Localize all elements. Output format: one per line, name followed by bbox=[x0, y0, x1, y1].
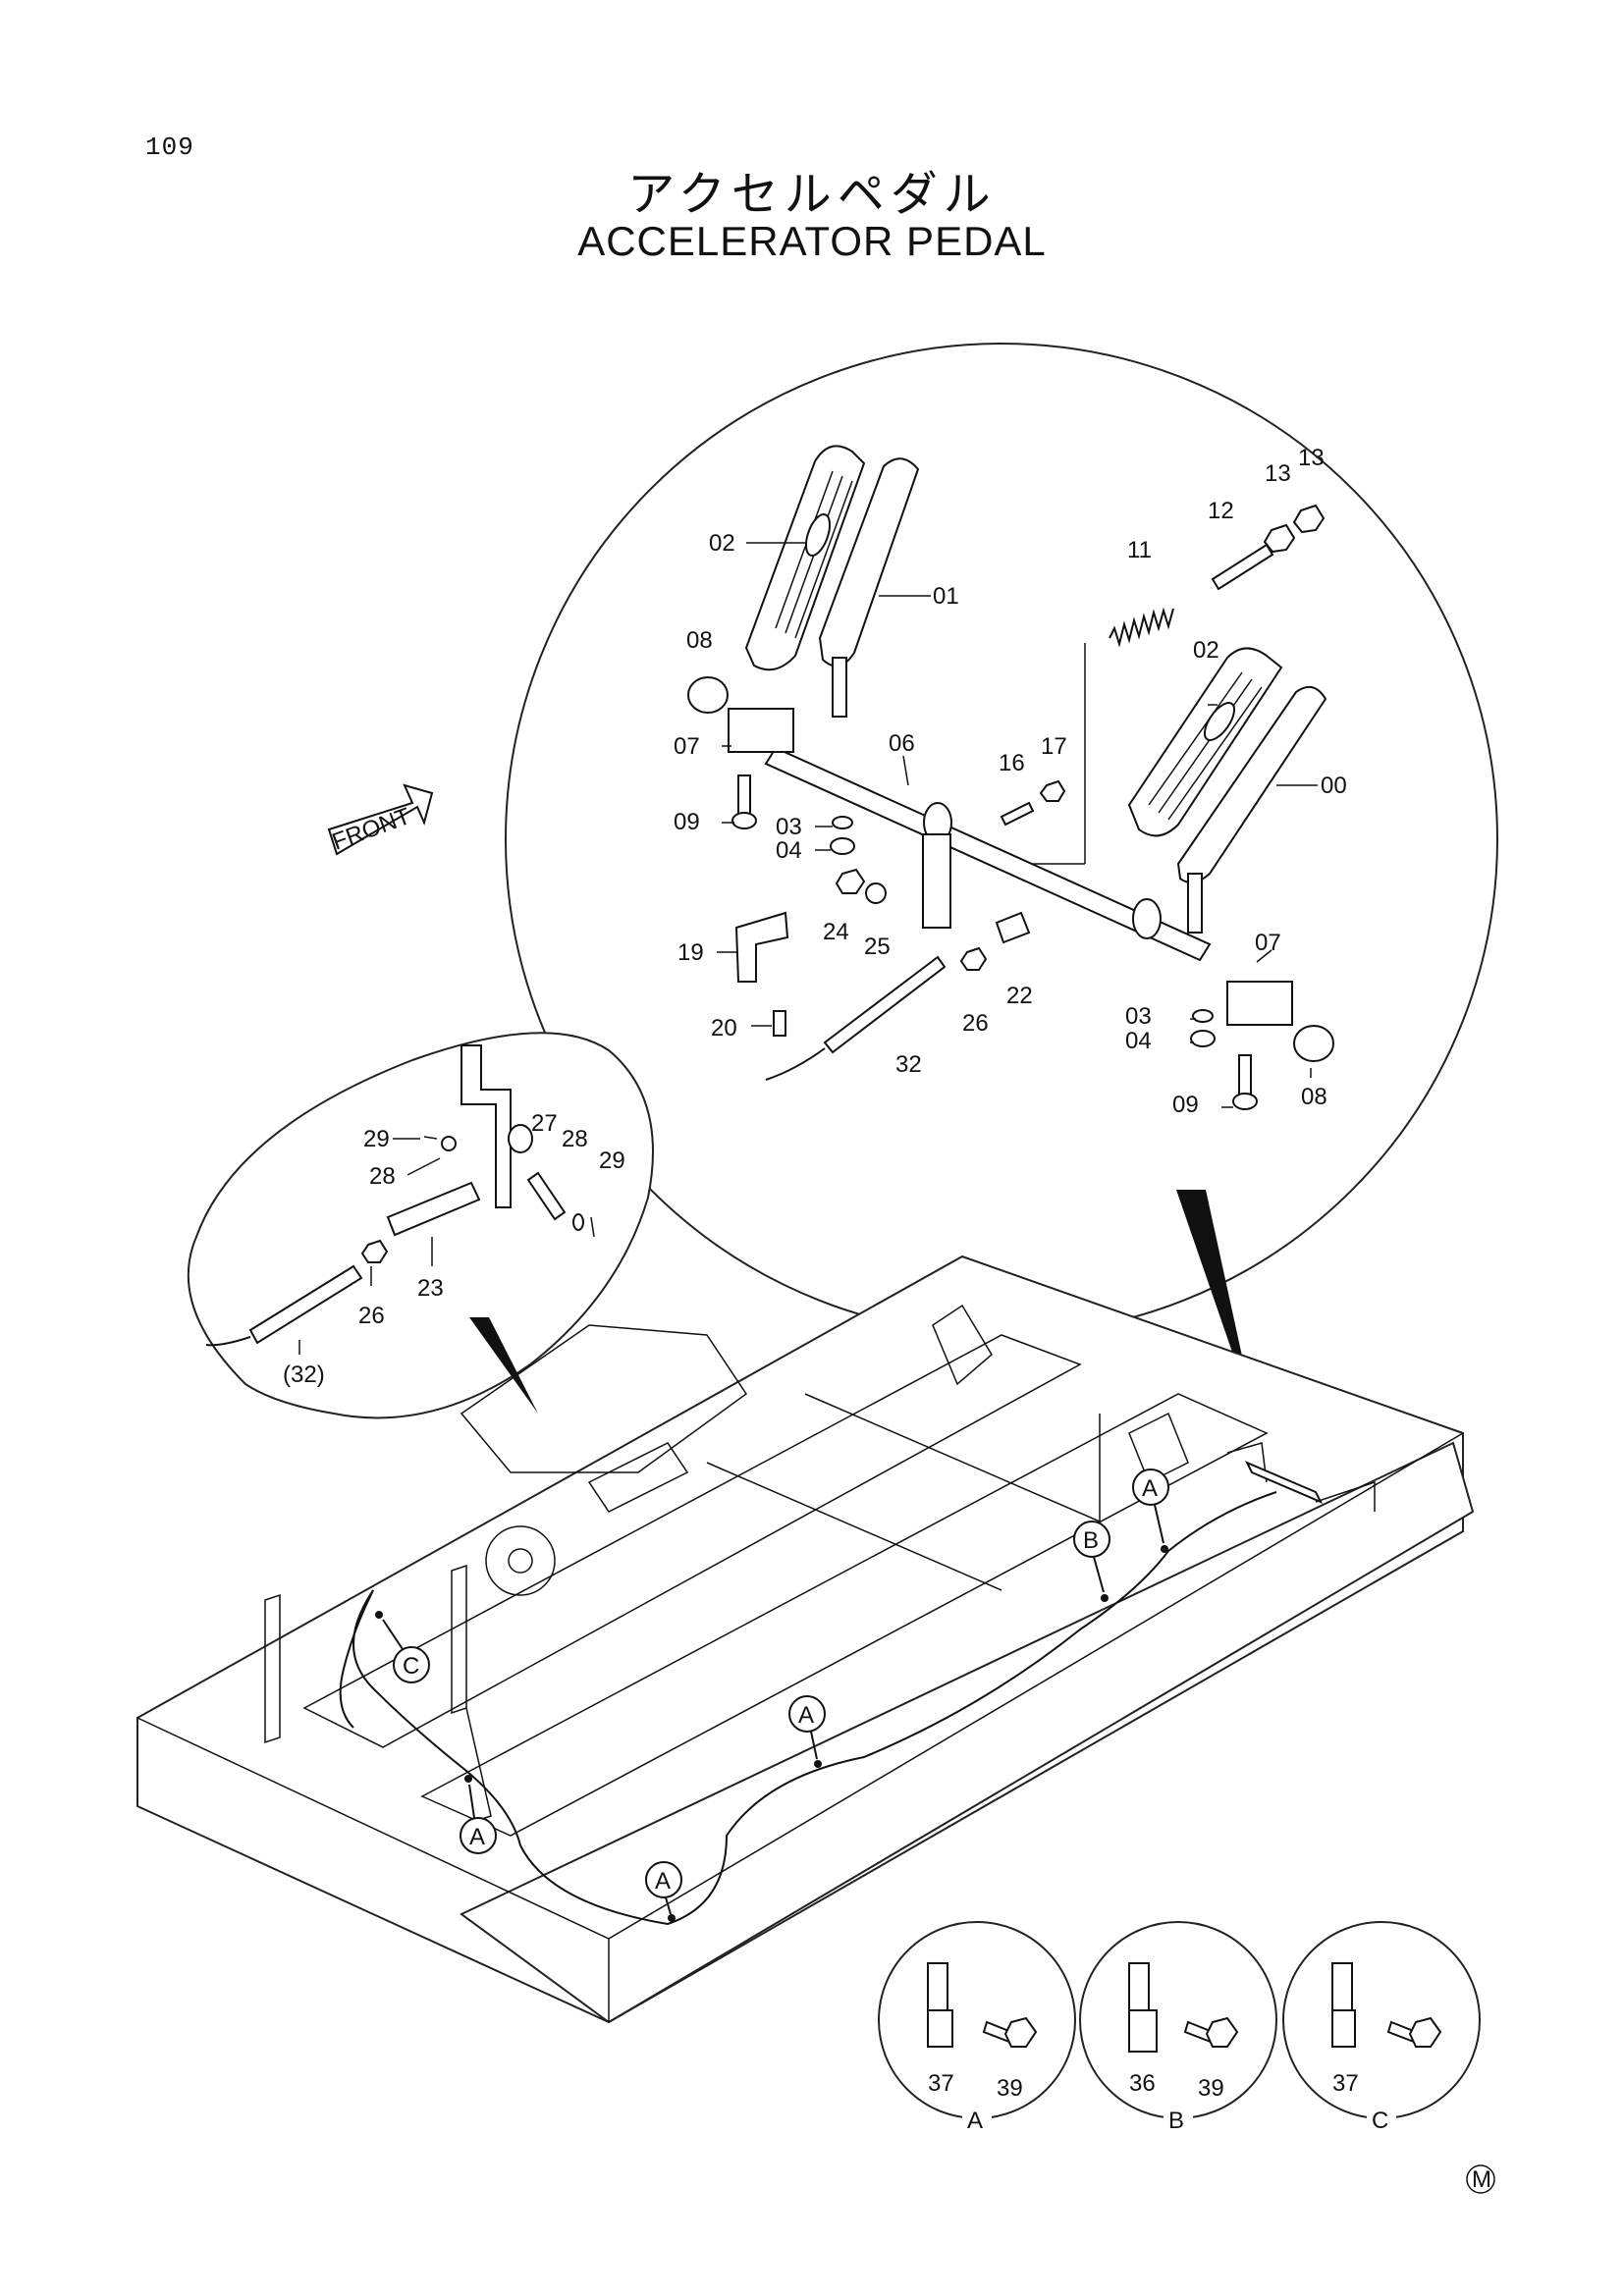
nut-26 bbox=[959, 946, 988, 971]
page-number: 109 bbox=[145, 133, 194, 162]
callout-09a: 09 bbox=[674, 809, 700, 835]
accelerator-cable bbox=[823, 955, 947, 1054]
svg-text:A: A bbox=[469, 1824, 485, 1850]
clamp-marker-a1: A bbox=[1132, 1468, 1169, 1553]
callout-09b: 09 bbox=[1172, 1092, 1199, 1118]
nut-13b bbox=[1292, 504, 1326, 534]
callout-26-left: 26 bbox=[358, 1303, 385, 1329]
engine-bubble-pointer bbox=[469, 1317, 538, 1414]
bolt-left bbox=[737, 774, 751, 816]
detail-a-part-left: 37 bbox=[928, 2070, 954, 2097]
detail-b-letter: B bbox=[1168, 2108, 1184, 2134]
bracket-block-right bbox=[1226, 981, 1293, 1026]
callout-02a: 02 bbox=[709, 530, 735, 557]
callout-08a: 08 bbox=[686, 627, 713, 654]
callout-32: 32 bbox=[895, 1051, 922, 1078]
bolt-20 bbox=[773, 1010, 786, 1037]
ball-joint-22 bbox=[995, 911, 1031, 944]
callout-04b: 04 bbox=[1125, 1028, 1152, 1054]
callout-24: 24 bbox=[823, 919, 849, 945]
cable-end-32 bbox=[248, 1264, 363, 1345]
callout-12: 12 bbox=[1208, 498, 1234, 524]
clamp-markers: A B A C A A bbox=[375, 1468, 1169, 1922]
svg-text:A: A bbox=[655, 1868, 671, 1895]
bushing-right bbox=[1293, 1025, 1334, 1062]
title-english: ACCELERATOR PEDAL bbox=[577, 218, 1047, 264]
callout-02b: 02 bbox=[1193, 637, 1219, 664]
stopper-rod bbox=[1211, 543, 1274, 591]
callout-28a: 28 bbox=[369, 1163, 396, 1190]
main-detail-bubble: 02 01 08 07 09 03 04 06 16 17 11 12 13 1… bbox=[505, 343, 1498, 1423]
corner-mark: M bbox=[1466, 2164, 1495, 2194]
detail-b-part-left: 36 bbox=[1129, 2070, 1156, 2097]
callout-01: 01 bbox=[933, 583, 959, 610]
callout-07a: 07 bbox=[674, 733, 700, 760]
svg-text:A: A bbox=[798, 1702, 814, 1729]
pedal-shaft bbox=[764, 746, 1212, 962]
detail-circle-c: 37 C bbox=[1282, 1921, 1481, 2135]
callout-22: 22 bbox=[1006, 983, 1033, 1009]
nut-17 bbox=[1039, 779, 1066, 802]
washer-25 bbox=[865, 882, 887, 904]
leader-lines bbox=[717, 542, 1318, 1108]
nut-13a bbox=[1263, 523, 1296, 554]
detail-circle-b: 36 39 B bbox=[1079, 1921, 1277, 2135]
bolt-right bbox=[1238, 1054, 1252, 1095]
svg-text:A: A bbox=[1142, 1475, 1158, 1502]
callout-11: 11 bbox=[1127, 537, 1152, 563]
callout-27: 27 bbox=[531, 1110, 558, 1137]
callout-04a: 04 bbox=[776, 837, 802, 864]
callout-08b: 08 bbox=[1301, 1084, 1327, 1110]
clamp-marker-a4: A bbox=[645, 1861, 682, 1922]
front-arrow-icon: FRONT bbox=[327, 783, 434, 856]
engine-detail-bubble: 29 28 27 28 29 23 26 (32) bbox=[187, 1032, 654, 1419]
detail-a-letter: A bbox=[967, 2108, 983, 2134]
callout-20: 20 bbox=[711, 1015, 737, 1041]
pedal-right bbox=[1127, 647, 1327, 934]
callout-03a: 03 bbox=[776, 814, 802, 840]
return-spring bbox=[1109, 607, 1174, 648]
detail-circle-a: 37 39 A bbox=[878, 1921, 1076, 2135]
bushing-left bbox=[687, 676, 729, 714]
callout-29b: 29 bbox=[599, 1148, 625, 1174]
bracket-19 bbox=[734, 911, 789, 983]
front-arrow-label: FRONT bbox=[329, 803, 414, 856]
callout-06: 06 bbox=[889, 730, 915, 757]
detail-a-part-right: 39 bbox=[997, 2075, 1023, 2102]
callout-03b: 03 bbox=[1125, 1003, 1152, 1030]
detail-c-part-left: 37 bbox=[1332, 2070, 1359, 2097]
clamp-marker-a3: A bbox=[460, 1775, 497, 1854]
nut-24 bbox=[835, 868, 866, 894]
callout-07b: 07 bbox=[1255, 930, 1281, 956]
callout-17: 17 bbox=[1041, 733, 1067, 760]
callout-13a: 13 bbox=[1265, 460, 1291, 487]
bracket-block-left bbox=[728, 708, 794, 753]
svg-text:M: M bbox=[1472, 2166, 1491, 2193]
callout-23: 23 bbox=[417, 1275, 444, 1302]
callout-00: 00 bbox=[1321, 773, 1347, 799]
svg-text:B: B bbox=[1083, 1527, 1099, 1554]
detail-c-letter: C bbox=[1372, 2108, 1388, 2134]
callout-29a: 29 bbox=[363, 1126, 390, 1152]
pedal-left bbox=[744, 445, 920, 718]
title-japanese: アクセルペダル bbox=[627, 167, 997, 222]
callout-28b: 28 bbox=[562, 1126, 588, 1152]
nut-26-left bbox=[360, 1239, 389, 1263]
clamp-marker-a2: A bbox=[788, 1695, 826, 1768]
callout-13b: 13 bbox=[1298, 445, 1325, 471]
callout-32-paren: (32) bbox=[283, 1362, 325, 1388]
bolt-16 bbox=[1000, 801, 1035, 827]
callout-16: 16 bbox=[999, 750, 1025, 776]
callout-26: 26 bbox=[962, 1010, 989, 1037]
callout-19: 19 bbox=[677, 939, 704, 966]
callout-25: 25 bbox=[864, 934, 891, 960]
clamp-marker-b: B bbox=[1073, 1521, 1110, 1602]
detail-b-part-right: 39 bbox=[1198, 2075, 1224, 2102]
pin-27 bbox=[526, 1171, 567, 1221]
svg-text:C: C bbox=[403, 1653, 419, 1680]
clamp-marker-c: C bbox=[375, 1611, 430, 1683]
lever-23 bbox=[386, 1181, 481, 1237]
